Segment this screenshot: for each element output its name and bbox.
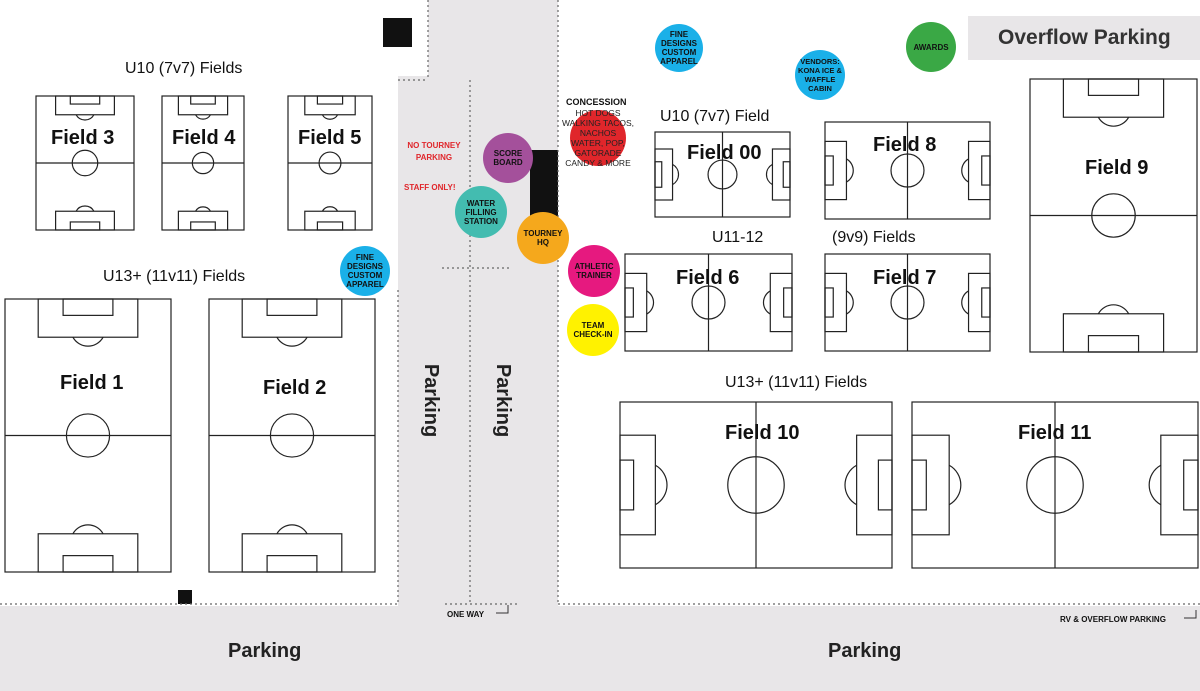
- field-label-8: Field 8: [873, 134, 937, 156]
- score-board-text: SCORE BOARD: [493, 149, 523, 167]
- concession-item: HOT DOGS: [575, 108, 621, 118]
- pitch-field-00: [654, 131, 791, 218]
- pitch-field-9: [1029, 78, 1198, 353]
- water-station-marker: WATER FILLING STATION: [455, 186, 507, 238]
- field-label-6: Field 6: [676, 267, 740, 289]
- concession-items: HOT DOGS WALKING TACOS, NACHOS WATER, PO…: [558, 108, 638, 168]
- building-marker: [178, 590, 192, 604]
- fine-designs-text: FINE DESIGNS CUSTOM APPAREL: [660, 30, 698, 66]
- concession-item: WALKING TACOS,: [561, 118, 635, 128]
- pitch-field-10: [619, 401, 893, 569]
- parking-area-center-top: [428, 0, 558, 80]
- field-label-00: Field 00: [687, 142, 762, 164]
- one-way-label: ONE WAY: [447, 610, 485, 619]
- pitch-field-11: [911, 401, 1199, 569]
- parking-label-center-left: Parking: [420, 363, 443, 438]
- team-checkin-text: TEAM CHECK-IN: [573, 321, 613, 339]
- fine-designs-marker-top: FINE DESIGNS CUSTOM APPAREL: [655, 24, 703, 72]
- field-label-3: Field 3: [51, 127, 115, 149]
- field-label-9: Field 9: [1085, 157, 1149, 179]
- awards-marker: AWARDS: [906, 22, 956, 72]
- pitch-field-4: [161, 95, 245, 231]
- vendors-text: VENDORS: KONA ICE & WAFFLE CABIN: [798, 57, 842, 93]
- vendors-marker: VENDORS: KONA ICE & WAFFLE CABIN: [795, 50, 845, 100]
- concession-item: CANDY & MORE: [565, 158, 631, 168]
- section-label-u13-left: U13+ (11v11) Fields: [103, 268, 246, 285]
- pitch-field-2: [208, 298, 376, 573]
- field-label-4: Field 4: [172, 127, 236, 149]
- field-label-7: Field 7: [873, 267, 937, 289]
- athletic-trainer-text: ATHLETIC TRAINER: [574, 262, 614, 280]
- building-marker: [383, 18, 412, 47]
- overflow-parking-label: Overflow Parking: [998, 26, 1171, 49]
- concession-item: NACHOS: [579, 128, 617, 138]
- concession-item: WATER, POP,: [571, 138, 625, 148]
- section-label-u10-right: U10 (7v7) Field: [660, 108, 770, 125]
- water-station-text: WATER FILLING STATION: [464, 198, 498, 226]
- field-label-2: Field 2: [263, 377, 327, 399]
- rv-overflow-label: RV & OVERFLOW PARKING: [1060, 615, 1166, 624]
- overflow-parking-area: [968, 16, 1200, 60]
- awards-text: AWARDS: [913, 42, 949, 52]
- concession-title: CONCESSION: [566, 97, 627, 107]
- fine-designs-marker-left: FINE DESIGNS CUSTOM APPAREL: [340, 246, 390, 296]
- field-label-5: Field 5: [298, 127, 362, 149]
- field-label-10: Field 10: [725, 422, 800, 444]
- concession-marker: [570, 110, 626, 166]
- parking-label-center-right: Parking: [492, 363, 515, 438]
- parking-area-bottom: [0, 606, 1200, 691]
- score-board-structure: [530, 150, 558, 222]
- pitch-field-6: [624, 253, 793, 352]
- section-label-u10-left: U10 (7v7) Fields: [125, 60, 243, 77]
- field-label-11: Field 11: [1018, 422, 1092, 444]
- athletic-trainer-marker: ATHLETIC TRAINER: [568, 245, 620, 297]
- pitch-field-3: [35, 95, 135, 231]
- team-checkin-marker: TEAM CHECK-IN: [567, 304, 619, 356]
- no-tourney-parking-label: NO TOURNEY PARKING: [407, 141, 461, 162]
- section-label-u13-right: U13+ (11v11) Fields: [725, 374, 868, 391]
- parking-label-bottom-left: Parking: [228, 640, 302, 662]
- section-label-u11-12: U11-12: [712, 229, 764, 246]
- pitch-field-5: [287, 95, 373, 231]
- parking-label-bottom-right: Parking: [828, 640, 902, 662]
- pitch-field-7: [824, 253, 991, 352]
- fine-designs-text: FINE DESIGNS CUSTOM APPAREL: [346, 253, 384, 289]
- field-label-1: Field 1: [60, 372, 124, 394]
- tourney-hq-marker: TOURNEY HQ: [517, 212, 569, 264]
- section-label-9v9: (9v9) Fields: [832, 229, 916, 246]
- score-board-marker: SCORE BOARD: [483, 133, 533, 183]
- tourney-hq-text: TOURNEY HQ: [523, 229, 563, 247]
- pitch-field-8: [824, 121, 991, 220]
- concession-item: GATORADE: [574, 148, 622, 158]
- staff-only-label: STAFF ONLY!: [404, 183, 456, 192]
- pitch-field-1: [4, 298, 172, 573]
